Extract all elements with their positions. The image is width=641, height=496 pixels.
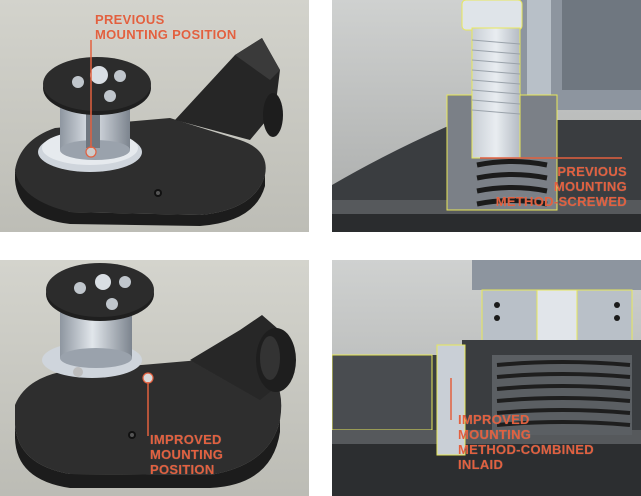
previous-mounting-method-label: PREVIOUS MOUNTING METHOD-SCREWED bbox=[496, 164, 627, 209]
panel-top-left: PREVIOUS MOUNTING POSITION bbox=[0, 0, 309, 232]
panel-bottom-left: IMPROVED MOUNTING POSITION bbox=[0, 260, 309, 496]
label-line: PREVIOUS bbox=[557, 164, 627, 179]
panel-bottom-right: IMPROVED MOUNTING METHOD-COMBINED INLAID bbox=[332, 260, 641, 496]
section-improved-mounting-method bbox=[332, 260, 641, 496]
improved-mounting-method-label: IMPROVED MOUNTING METHOD-COMBINED INLAID bbox=[458, 412, 594, 472]
section-previous-mounting-method bbox=[332, 0, 641, 232]
label-line: POSITION bbox=[150, 462, 215, 477]
label-line: IMPROVED bbox=[458, 412, 530, 427]
label-line: MOUNTING bbox=[458, 427, 532, 442]
label-line: MOUNTING POSITION bbox=[95, 27, 237, 42]
label-line: METHOD-COMBINED bbox=[458, 442, 594, 457]
label-line: METHOD-SCREWED bbox=[495, 194, 627, 209]
panel-top-right: PREVIOUS MOUNTING METHOD-SCREWED bbox=[332, 0, 641, 232]
render-previous-mounting-position bbox=[0, 0, 309, 232]
previous-mounting-position-label: PREVIOUS MOUNTING POSITION bbox=[95, 12, 237, 42]
label-line: PREVIOUS bbox=[95, 12, 165, 27]
improved-mounting-position-label: IMPROVED MOUNTING POSITION bbox=[150, 432, 223, 477]
label-line: IMPROVED bbox=[150, 432, 222, 447]
label-line: INLAID bbox=[458, 457, 504, 472]
label-line: MOUNTING bbox=[553, 179, 627, 194]
label-line: MOUNTING bbox=[150, 447, 224, 462]
render-improved-mounting-position bbox=[0, 260, 309, 496]
